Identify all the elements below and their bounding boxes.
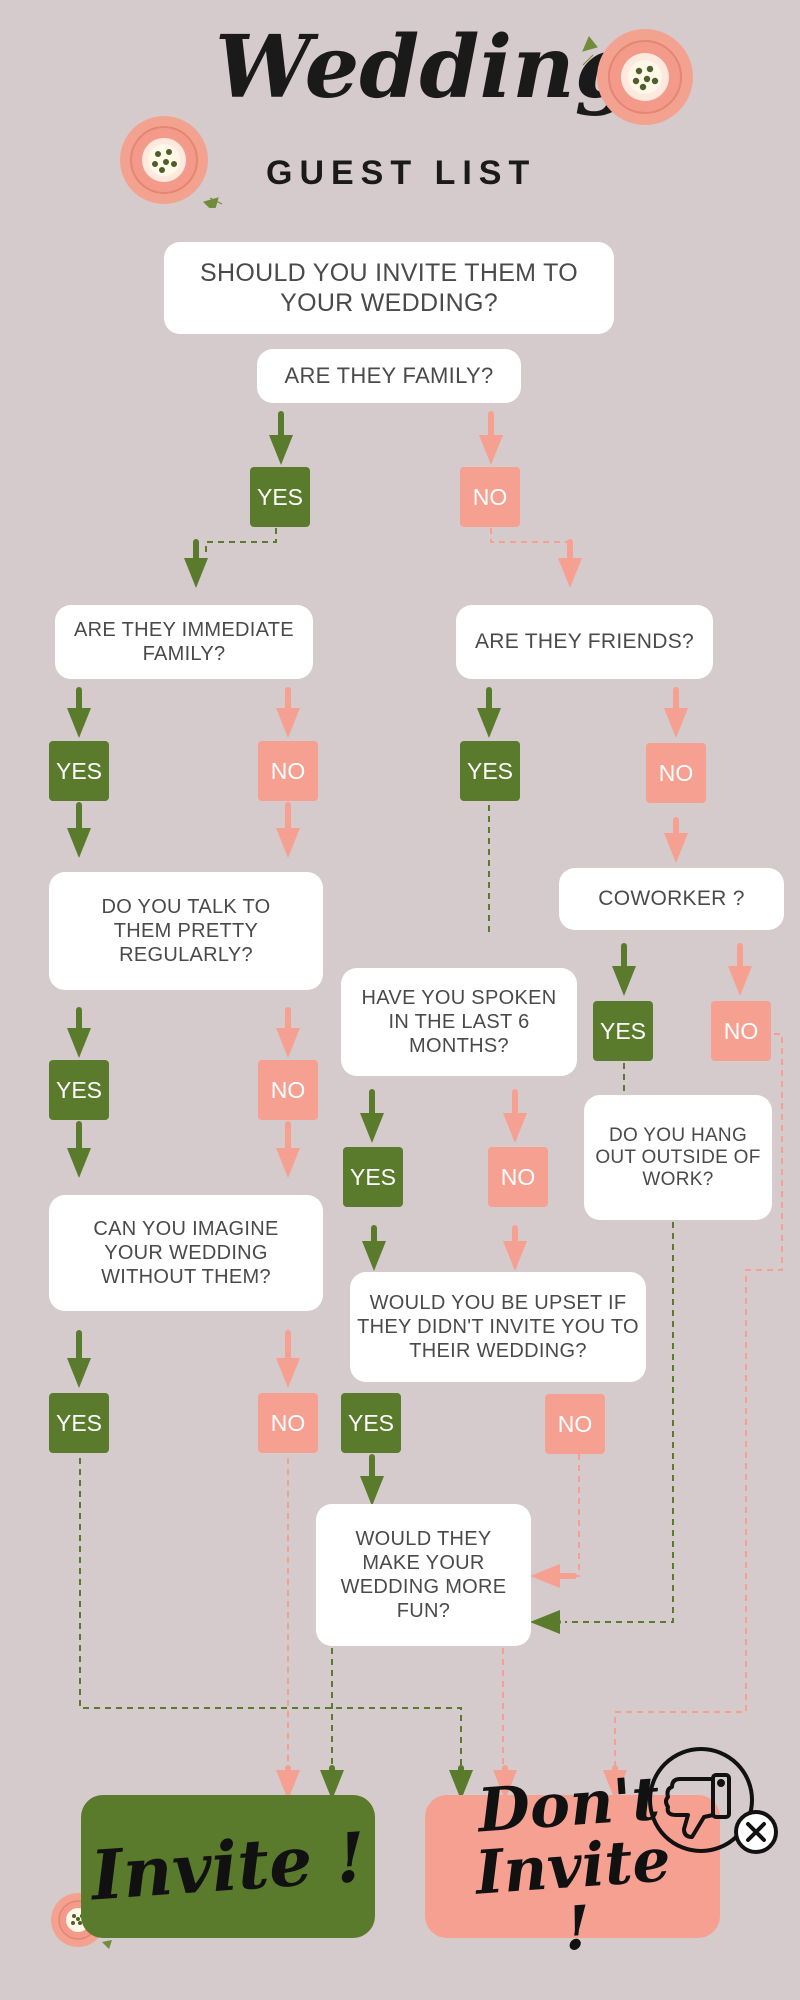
question-family: ARE THEY FAMILY? <box>257 349 521 403</box>
flow-connector <box>568 1454 580 1577</box>
question-talk-regularly: DO YOU TALK TO THEM PRETTY REGULARLY? <box>49 872 323 990</box>
close-icon <box>734 1810 778 1854</box>
no-badge: NO <box>460 467 520 527</box>
yes-badge: YES <box>593 1001 653 1061</box>
yes-badge: YES <box>49 741 109 801</box>
yes-badge: YES <box>49 1393 109 1453</box>
subtitle: GUEST LIST <box>266 154 537 192</box>
invite-label: Invite ! <box>88 1817 368 1916</box>
flower-icon <box>582 29 693 125</box>
yes-badge: YES <box>250 467 310 527</box>
flow-connector <box>79 1458 462 1768</box>
question-imagine-wedding: CAN YOU IMAGINE YOUR WEDDING WITHOUT THE… <box>49 1195 323 1311</box>
no-badge: NO <box>646 743 706 803</box>
yes-badge: YES <box>49 1060 109 1120</box>
invite-outcome: Invite ! <box>81 1795 375 1938</box>
question-coworker: COWORKER ? <box>559 868 784 930</box>
no-badge: NO <box>488 1147 548 1207</box>
question-invite: SHOULD YOU INVITE THEM TO YOUR WEDDING? <box>164 242 614 334</box>
no-badge: NO <box>258 1393 318 1453</box>
no-badge: NO <box>258 741 318 801</box>
title: Wedding <box>215 17 635 118</box>
thumbs-down-icon <box>648 1747 754 1853</box>
dont-invite-outcome: Don't Invite ! <box>425 1763 720 1964</box>
flow-connector <box>490 528 571 556</box>
yes-badge: YES <box>341 1393 401 1453</box>
question-friends: ARE THEY FRIENDS? <box>456 605 713 679</box>
question-more-fun: WOULD THEY MAKE YOUR WEDDING MORE FUN? <box>316 1504 531 1646</box>
flower-icon <box>120 116 223 208</box>
no-badge: NO <box>545 1394 605 1454</box>
question-spoken-6-months: HAVE YOU SPOKEN IN THE LAST 6 MONTHS? <box>341 968 577 1076</box>
flow-connector <box>205 528 277 556</box>
question-immediate-family: ARE THEY IMMEDIATE FAMILY? <box>55 605 313 679</box>
no-badge: NO <box>258 1060 318 1120</box>
flow-connector <box>614 1033 783 1768</box>
question-upset: WOULD YOU BE UPSET IF THEY DIDN'T INVITE… <box>350 1272 646 1382</box>
yes-badge: YES <box>460 741 520 801</box>
no-badge: NO <box>711 1001 771 1061</box>
flow-connector <box>565 1222 674 1623</box>
yes-badge: YES <box>343 1147 403 1207</box>
question-hang-out: DO YOU HANG OUT OUTSIDE OF WORK? <box>584 1095 772 1220</box>
